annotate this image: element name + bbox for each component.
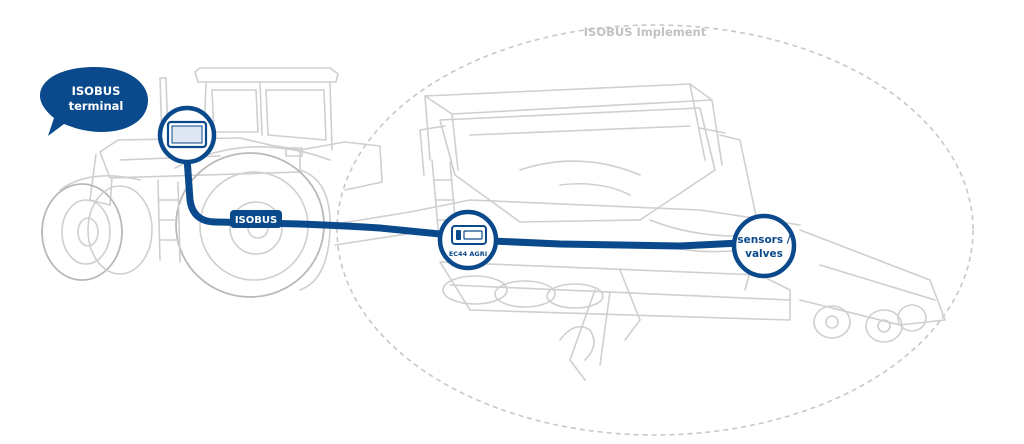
callout-line2: terminal: [69, 99, 124, 113]
ecu-label: EC44 AGRI: [449, 250, 487, 258]
isobus-bus-label: ISOBUS: [230, 210, 282, 228]
implement-zone-label: ISOBUS Implement: [584, 25, 707, 39]
callout-line1: ISOBUS: [72, 84, 121, 98]
sensors-label-line2: valves: [745, 248, 783, 260]
terminal-screen-icon: [166, 120, 208, 149]
isobus-bus-label-text: ISOBUS: [235, 215, 277, 226]
sensors-valves-node[interactable]: sensors / valves: [731, 213, 797, 279]
ecu-module-icon: [451, 225, 487, 245]
terminal-node[interactable]: [157, 105, 217, 165]
implement-zone: ISOBUS Implement: [336, 24, 974, 436]
terminal-callout: ISOBUS terminal: [40, 67, 148, 136]
sensors-label-line1: sensors /: [737, 234, 790, 246]
ecu-node[interactable]: EC44 AGRI: [437, 209, 499, 271]
callout-bubble: [40, 67, 148, 136]
isobus-cable: [183, 154, 744, 250]
implement-zone-boundary: [336, 24, 974, 436]
